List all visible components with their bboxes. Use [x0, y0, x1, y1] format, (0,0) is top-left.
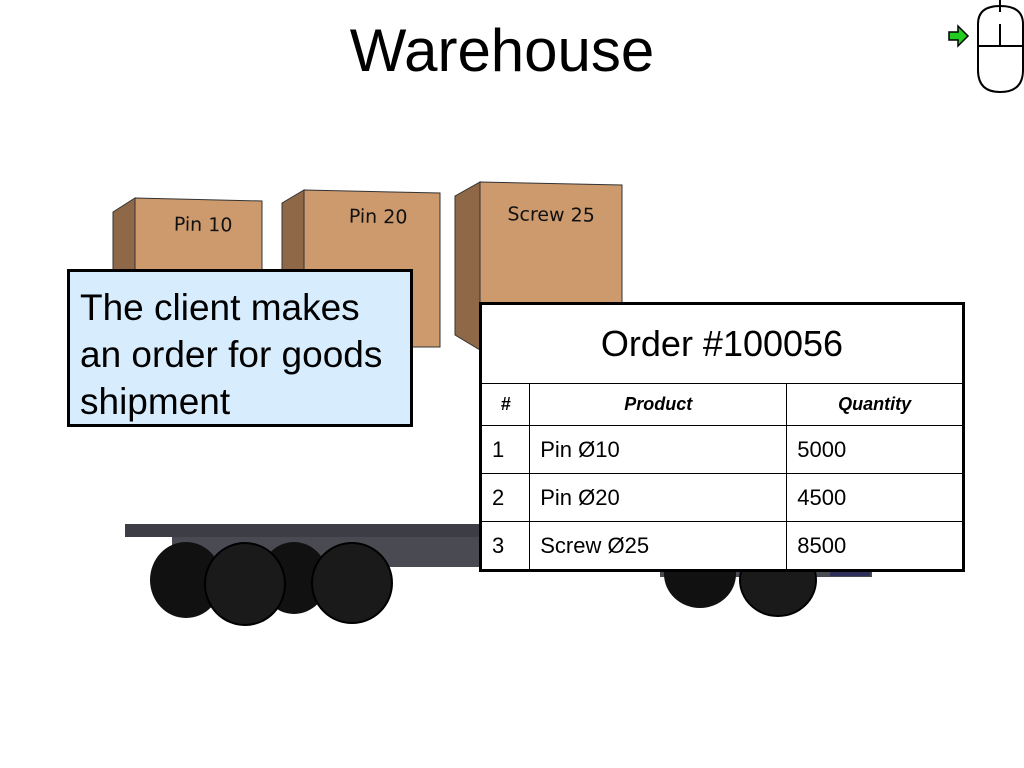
row-number: 3: [479, 521, 531, 571]
box-side: [454, 181, 481, 351]
row-quantity: 4500: [786, 473, 964, 522]
table-row: 1 Pin Ø10 5000: [479, 425, 964, 474]
truck-wheel: [204, 542, 286, 626]
row-quantity: 8500: [786, 521, 964, 571]
arrow-right-icon: [948, 24, 970, 48]
column-header-number: #: [479, 383, 531, 426]
order-table: Order #100056 # Product Quantity 1 Pin Ø…: [479, 302, 965, 572]
truck-wheel: [311, 542, 393, 624]
table-row: 2 Pin Ø20 4500: [479, 473, 964, 522]
box-screw-25: Screw 25: [454, 181, 623, 351]
row-number: 1: [479, 425, 531, 474]
row-product: Pin Ø10: [529, 425, 788, 474]
slide-title: Warehouse: [349, 17, 655, 84]
column-header-quantity: Quantity: [786, 383, 964, 426]
table-header-row: # Product Quantity: [479, 383, 964, 426]
info-callout: The client makes an order for goods ship…: [67, 269, 413, 427]
box-front: [479, 181, 623, 306]
truck-wheel: [150, 542, 222, 618]
order-title: Order #100056: [480, 303, 964, 384]
mouse-icon: [977, 0, 1024, 94]
row-quantity: 5000: [786, 425, 964, 474]
table-caption-row: Order #100056: [480, 303, 964, 384]
box-label: Screw 25: [507, 203, 595, 227]
table-row: 3 Screw Ø25 8500: [479, 521, 964, 571]
next-slide-button[interactable]: [944, 0, 1024, 96]
box-label: Pin 20: [349, 205, 408, 228]
column-header-product: Product: [529, 383, 788, 426]
truck-deck: [125, 524, 480, 537]
box-label: Pin 10: [174, 213, 233, 236]
row-product: Screw Ø25: [529, 521, 788, 571]
row-number: 2: [479, 473, 531, 522]
row-product: Pin Ø20: [529, 473, 788, 522]
truck-rear-frame-accent: [830, 570, 870, 576]
